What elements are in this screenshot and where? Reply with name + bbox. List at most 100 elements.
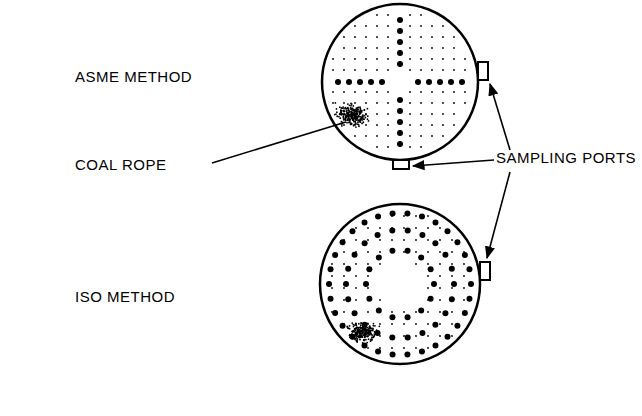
coal-rope [346,119,348,121]
small-dot [367,311,369,313]
traverse-point [376,254,382,260]
small-dot [427,275,429,277]
coal-rope [359,339,361,341]
coal-rope [370,329,372,331]
small-dot [451,323,453,325]
coal-rope [356,113,358,115]
traverse-point [419,349,425,355]
traverse-point [376,308,382,314]
coal-rope [353,118,355,120]
small-dot [354,69,356,71]
coal-rope [354,338,356,340]
coal-rope [369,325,371,327]
small-dot [365,47,367,49]
traverse-point [433,342,439,348]
small-dot [415,347,417,349]
small-dot [431,135,433,137]
coal-rope [339,106,341,108]
traverse-point [397,130,403,136]
coal-rope [343,111,345,113]
small-dot [343,69,345,71]
coal-rope [368,334,370,336]
coal-rope [350,122,352,124]
coal-rope [363,109,365,111]
coal-rope [355,115,357,117]
small-dot [365,113,367,115]
small-dot [387,25,389,27]
small-dot [355,299,357,301]
small-dot [367,239,369,241]
small-dot [439,275,441,277]
traverse-point [419,232,425,238]
traverse-point [345,296,351,302]
coal-rope [360,336,362,338]
small-dot [365,69,367,71]
traverse-point [397,141,403,147]
coal-rope [343,114,345,116]
coal-rope [361,111,363,113]
coal-rope [357,121,359,123]
small-dot [427,311,429,313]
coal-rope [357,338,359,340]
coal-rope [364,335,366,337]
small-dot [451,335,453,337]
traverse-point [419,213,425,219]
small-dot [463,287,465,289]
callout-label: SAMPLING PORTS [496,149,636,166]
coal-rope [356,118,358,120]
small-dot [439,335,441,337]
coal-rope [360,112,362,114]
small-dot [427,323,429,325]
small-dot [409,113,411,115]
coal-rope [358,336,360,338]
small-dot [431,113,433,115]
coal-rope [365,334,367,336]
coal-rope [349,325,351,327]
traverse-point [345,266,351,272]
coal-rope [357,116,359,118]
small-dot [391,311,393,313]
coal-rope [365,329,367,331]
small-dot [409,124,411,126]
leader-line [413,160,494,166]
coal-rope [351,103,353,105]
small-dot [464,69,466,71]
coal-rope [376,329,378,331]
leader-line [212,122,346,163]
coal-rope [363,118,365,120]
coal-rope [349,104,351,106]
coal-rope [343,119,345,121]
traverse-point [397,97,403,103]
small-dot [464,102,466,104]
coal-rope [334,102,336,104]
coal-rope [370,332,372,334]
coal-rope [345,117,347,119]
coal-rope [360,322,362,324]
small-dot [431,124,433,126]
small-dot [376,47,378,49]
small-dot [379,263,381,265]
small-dot [442,69,444,71]
coal-rope [348,114,350,116]
coal-rope [349,334,351,336]
coal-rope [353,110,355,112]
traverse-point [442,310,448,316]
coal-rope [348,113,350,115]
small-dot [453,124,455,126]
small-dot [354,58,356,60]
coal-rope [374,325,376,327]
small-dot [439,323,441,325]
coal-rope [356,335,358,337]
small-dot [453,91,455,93]
coal-rope [360,324,362,326]
coal-rope [355,332,357,334]
traverse-point [454,323,460,329]
small-dot [420,14,422,16]
small-dot [463,299,465,301]
coal-rope [360,121,362,123]
traverse-point [462,310,468,316]
coal-rope [369,330,371,332]
coal-rope [352,324,354,326]
traverse-point [389,248,395,254]
coal-rope [346,112,348,114]
